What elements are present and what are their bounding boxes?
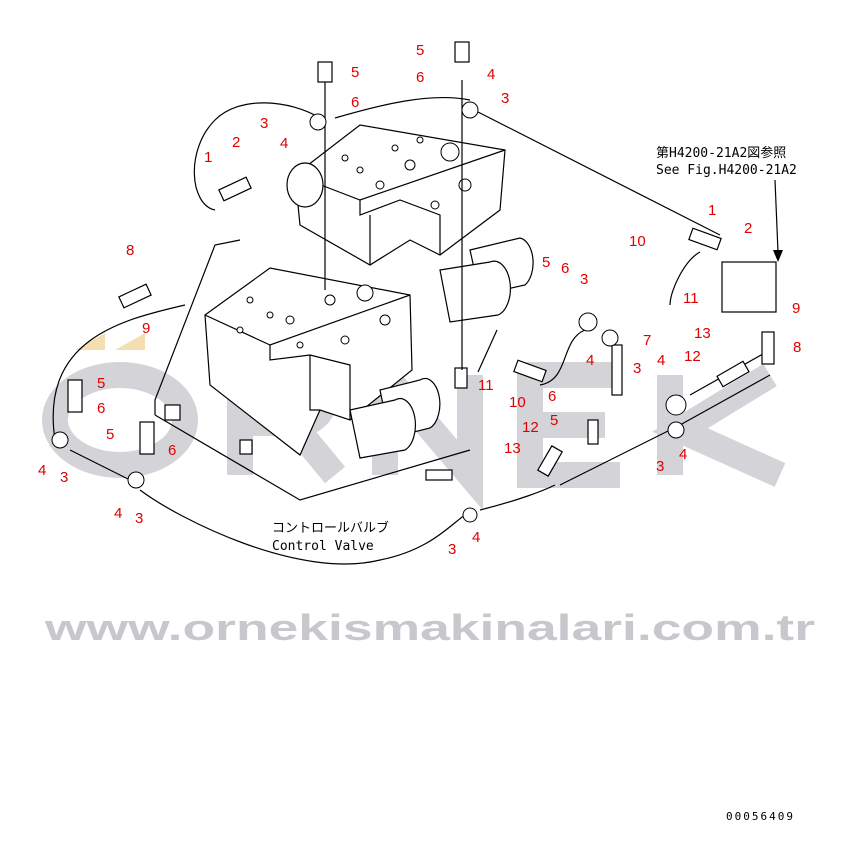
reference-note-jp: 第H4200-21A2図参照 [656, 145, 786, 161]
callout: 5 [351, 64, 359, 81]
callout: 9 [792, 300, 800, 317]
callout: 4 [586, 352, 594, 369]
callout: 13 [504, 440, 521, 457]
arrow-head-icon [773, 250, 783, 262]
callout-numbers: 5 6 4 3 5 6 3 4 1 2 1 2 10 5 6 3 11 9 13… [38, 42, 801, 558]
watermark-logo-accent [75, 333, 105, 350]
callout: 3 [580, 271, 588, 288]
callout: 12 [522, 419, 539, 436]
callout: 1 [204, 149, 212, 166]
fittings [51, 41, 777, 523]
callout: 4 [487, 66, 495, 83]
callout: 13 [694, 325, 711, 342]
callout: 4 [657, 352, 665, 369]
control-valve-label-jp: コントロールバルブ [272, 520, 389, 536]
callout: 5 [106, 426, 114, 443]
callout: 5 [550, 412, 558, 429]
drawing-code: 00056409 [726, 810, 795, 823]
callout: 6 [168, 442, 176, 459]
watermark-logo-accent [115, 333, 145, 350]
callout: 3 [260, 115, 268, 132]
callout: 2 [232, 134, 240, 151]
callout: 3 [60, 469, 68, 486]
callout: 10 [509, 394, 526, 411]
callout: 3 [656, 458, 664, 475]
callout: 5 [97, 375, 105, 392]
callout: 6 [351, 94, 359, 111]
callout: 3 [633, 360, 641, 377]
callout: 3 [448, 541, 456, 558]
callout: 6 [416, 69, 424, 86]
callout: 1 [708, 202, 716, 219]
reference-arrow [774, 179, 779, 253]
reference-note-en: See Fig.H4200-21A2 [656, 163, 797, 178]
callout: 4 [679, 446, 687, 463]
callout: 2 [744, 220, 752, 237]
callout: 5 [542, 254, 550, 271]
callout: 3 [135, 510, 143, 527]
callout: 7 [643, 332, 651, 349]
watermark-url: www.ornekismakinalari.com.tr [44, 607, 815, 648]
upper-valve-block [286, 124, 506, 266]
callout: 11 [478, 377, 494, 394]
callout: 6 [561, 260, 569, 277]
callout: 9 [142, 320, 150, 337]
callout: 8 [126, 242, 134, 259]
callout: 10 [629, 233, 646, 250]
solenoid-cylinders [349, 237, 534, 459]
callout: 6 [548, 388, 556, 405]
callout: 4 [114, 505, 122, 522]
callout: 3 [501, 90, 509, 107]
callout: 4 [38, 462, 46, 479]
callout: 11 [683, 290, 699, 307]
callout: 6 [97, 400, 105, 417]
callout: 4 [472, 529, 480, 546]
bracket-line [154, 239, 241, 415]
callout: 5 [416, 42, 424, 59]
callout: 12 [684, 348, 701, 365]
callout: 8 [793, 339, 801, 356]
base-plate [154, 414, 471, 501]
hoses-and-harness [52, 70, 771, 565]
control-valve-label-en: Control Valve [272, 539, 374, 554]
callout: 4 [280, 135, 288, 152]
